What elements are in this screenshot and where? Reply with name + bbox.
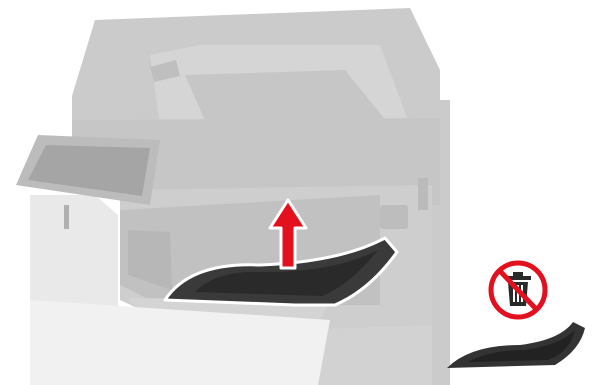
side-latch	[380, 205, 408, 229]
no-trash-icon	[491, 263, 545, 317]
vent	[418, 178, 428, 210]
printer	[16, 8, 450, 385]
discarded-tray	[447, 322, 585, 368]
front-handle	[64, 205, 69, 229]
